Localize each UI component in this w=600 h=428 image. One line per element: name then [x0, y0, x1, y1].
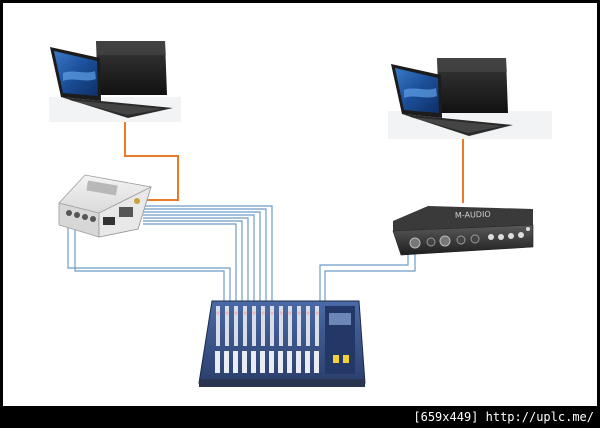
channel-strips: [216, 306, 319, 346]
audio-interface-right: M-AUDIO: [392, 206, 534, 256]
audio-interface-icon: [58, 174, 152, 238]
knobs: [216, 311, 319, 315]
caption-bar: [659x449] http://uplc.me/: [0, 407, 600, 428]
audio-cables-left: [67, 205, 273, 303]
laptop-left: [49, 41, 181, 122]
setup-diagram: M-AUDIO: [49, 41, 552, 387]
audio-cables-right: [319, 247, 416, 303]
audio-interface-icon: M-AUDIO: [392, 206, 534, 256]
mixer: [198, 300, 366, 387]
audio-interface-left: [58, 174, 152, 238]
mixing-console-icon: [198, 300, 366, 387]
laptop-icon: [49, 41, 181, 122]
faders: [215, 351, 319, 373]
brand-label: M-AUDIO: [455, 210, 491, 220]
diagram-canvas: M-AUDIO: [3, 3, 597, 406]
image-size-caption: [659x449] http://uplc.me/: [413, 410, 594, 424]
laptop-icon: [388, 58, 552, 139]
laptop-right: [388, 58, 552, 139]
